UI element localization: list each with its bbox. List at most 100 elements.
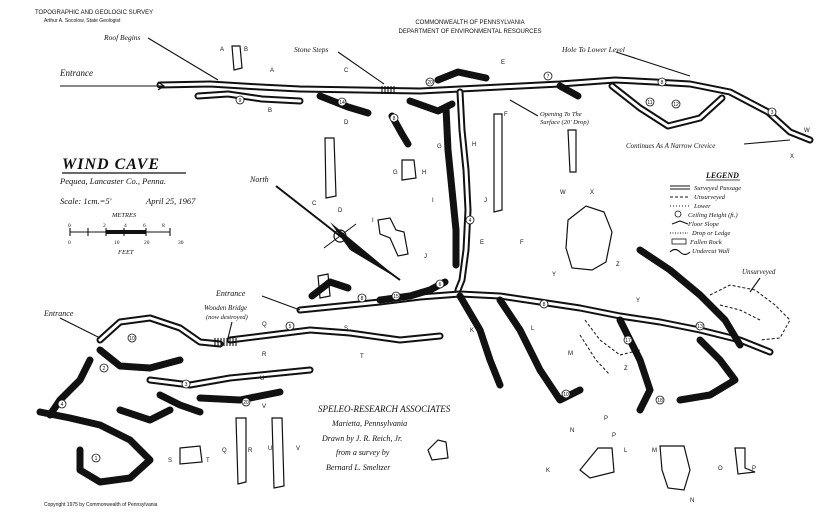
annotations: Roof Begins Stone Steps Hole To Lower Le… — [43, 33, 791, 339]
legend-item-ceiling: Ceiling Height (ft.) — [688, 212, 738, 219]
svg-text:K: K — [470, 328, 474, 334]
svg-text:J: J — [484, 198, 487, 204]
svg-text:S: S — [168, 458, 172, 464]
legend-item-slope: Floor Slope — [687, 221, 719, 228]
svg-text:20: 20 — [144, 240, 150, 246]
svg-text:X: X — [590, 190, 594, 196]
svg-text:J: J — [424, 254, 427, 260]
svg-text:P: P — [604, 416, 608, 422]
svg-text:N: N — [570, 428, 574, 434]
copyright: Copyright 1975 by Commonwealth of Pennsy… — [44, 502, 158, 508]
svg-text:G: G — [393, 170, 398, 176]
map-date: April 25, 1967 — [145, 196, 196, 206]
svg-text:E: E — [501, 60, 505, 66]
svg-text:Q: Q — [262, 322, 267, 328]
svg-text:8: 8 — [543, 302, 546, 308]
svg-text:W: W — [560, 190, 566, 196]
svg-text:E: E — [480, 240, 484, 246]
svg-text:4: 4 — [124, 223, 127, 229]
north-label: North — [249, 175, 269, 184]
svg-text:C: C — [312, 201, 317, 207]
svg-text:10: 10 — [129, 336, 135, 342]
svg-text:18: 18 — [657, 398, 663, 404]
svg-text:P: P — [752, 466, 756, 472]
svg-text:30: 30 — [178, 240, 184, 246]
roof-begins-label: Roof Begins — [103, 33, 141, 42]
svg-text:17: 17 — [625, 338, 631, 344]
svg-text:I: I — [372, 218, 374, 224]
unsurveyed-passages — [579, 284, 791, 376]
scale-bar: METRES 0 2 4 6 8 0 10 20 30 FEET — [68, 212, 184, 256]
legend-item-undercut: Undercut Wall — [692, 248, 730, 255]
svg-text:10: 10 — [563, 392, 569, 398]
svg-text:I: I — [432, 198, 434, 204]
credits-line5: Bernard L. Smeltzer — [326, 463, 391, 472]
wooden-bridge-label-line1: Wooden Bridge — [204, 304, 247, 312]
svg-text:0: 0 — [68, 240, 71, 246]
entrance-top-label: Entrance — [59, 68, 93, 78]
svg-text:L: L — [531, 326, 535, 332]
legend-item-lower: Lower — [693, 203, 711, 210]
svg-text:12: 12 — [673, 102, 679, 108]
credits-line1: SPELEO-RESEARCH ASSOCIATES — [318, 404, 451, 414]
svg-text:C: C — [344, 68, 349, 74]
map-scale: Scale: 1cm.=5' — [60, 196, 112, 206]
svg-text:N: N — [690, 498, 694, 504]
svg-text:H: H — [422, 170, 426, 176]
credits-line4: from a survey by — [336, 448, 390, 457]
svg-text:M: M — [568, 351, 573, 357]
svg-text:U: U — [260, 376, 264, 382]
map-title: WIND CAVE — [62, 156, 160, 173]
feet-label: FEET — [117, 249, 134, 256]
svg-text:14: 14 — [339, 100, 345, 106]
continues-label: Continues As A Narrow Crevice — [626, 142, 715, 150]
svg-text:13: 13 — [697, 324, 703, 330]
vertical-passage — [388, 88, 472, 294]
svg-text:V: V — [262, 404, 266, 410]
legend-title: LEGEND — [705, 171, 739, 180]
lower-left-passage — [36, 314, 314, 486]
map-location: Pequea, Lancaster Co., Penna. — [59, 176, 166, 186]
svg-text:8: 8 — [393, 116, 396, 122]
credits-line2: Marietta, Pennsylvania — [331, 419, 407, 428]
svg-text:6: 6 — [143, 223, 146, 229]
svg-text:V: V — [296, 446, 300, 452]
svg-text:20: 20 — [243, 400, 249, 406]
legend-item-drop: Drop or Ledge — [691, 230, 731, 237]
svg-text:11: 11 — [647, 100, 652, 106]
svg-text:5: 5 — [289, 324, 292, 330]
wooden-bridge-label-line2: (now destroyed) — [206, 314, 248, 321]
agency-line2: Arthur A. Socolow, State Geologist — [44, 18, 121, 24]
svg-text:X: X — [790, 154, 794, 160]
legend-item-fallen-rock: Fallen Rock — [689, 239, 722, 246]
middle-passage — [226, 246, 774, 414]
svg-text:O: O — [718, 466, 723, 472]
svg-text:6: 6 — [439, 282, 442, 288]
metres-label: METRES — [111, 212, 137, 219]
svg-text:Z: Z — [616, 262, 620, 268]
svg-text:A: A — [220, 47, 224, 53]
hole-lower-level-label: Hole To Lower Level — [561, 45, 625, 54]
svg-text:2: 2 — [103, 223, 106, 229]
svg-text:3: 3 — [185, 382, 188, 388]
svg-text:Y: Y — [636, 298, 640, 304]
svg-text:T: T — [360, 354, 364, 360]
svg-text:F: F — [504, 112, 508, 118]
entrance-middle-label: Entrance — [215, 289, 246, 298]
svg-text:10: 10 — [114, 240, 120, 246]
title-block: WIND CAVE Pequea, Lancaster Co., Penna. … — [59, 156, 196, 206]
cross-sections — [179, 45, 756, 491]
commonwealth-label: COMMONWEALTH OF PENNSYLVANIA — [415, 20, 524, 26]
svg-text:4: 4 — [61, 402, 64, 408]
svg-text:W: W — [804, 128, 810, 134]
legend: LEGEND Surveyed Passage Unsurveyed Lower… — [669, 171, 741, 256]
svg-text:A: A — [270, 68, 274, 74]
legend-item-unsurveyed: Unsurveyed — [694, 194, 726, 201]
svg-text:1: 1 — [95, 456, 98, 462]
opening-label-line1: Opening To The — [540, 111, 582, 118]
svg-text:9: 9 — [239, 98, 242, 104]
unsurveyed-label: Unsurveyed — [742, 268, 776, 276]
svg-text:G: G — [437, 144, 442, 150]
svg-text:D: D — [338, 208, 343, 214]
